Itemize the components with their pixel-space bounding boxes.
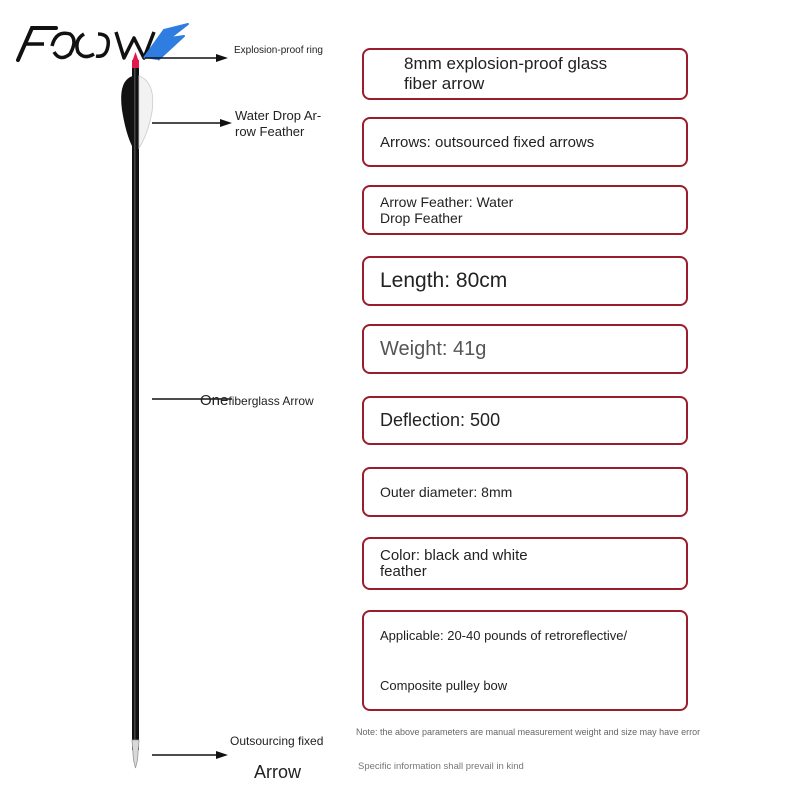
spec-applicable-box: Applicable: 20-40 pounds of retroreflect… [362, 610, 688, 711]
brand-logo [16, 23, 189, 62]
spec-applicable-line2: Composite pulley bow [380, 678, 508, 693]
feather-icon-white [138, 75, 154, 150]
spec-feather-line1: Arrow Feather: Water [380, 193, 514, 210]
note-prevail-in-kind: Specific information shall prevail in ki… [358, 761, 524, 772]
spec-outer-diameter-box: Outer diameter: 8mm [362, 467, 688, 517]
callout-feather-line1: Water Drop Ar- [235, 108, 322, 123]
spec-feather-line2: Drop Feather [380, 210, 463, 226]
callout-fiberglass-arrow: Onefiberglass Arrow [200, 392, 314, 409]
spec-outer-diameter: Outer diameter: 8mm [380, 484, 513, 500]
feather-icon [121, 76, 133, 148]
spec-arrows-box: Arrows: outsourced fixed arrows [362, 117, 688, 167]
note-manual-measurement: Note: the above parameters are manual me… [356, 727, 701, 737]
spec-weight-box: Weight: 41g [362, 324, 688, 374]
spec-feather-box: Arrow Feather: Water Drop Feather [362, 185, 688, 235]
arrow-shaft [132, 60, 139, 750]
spec-title-line1: 8mm explosion-proof glass [404, 53, 608, 73]
spec-color-line2: feather [380, 562, 427, 580]
callout-arrow: Arrow [254, 762, 302, 782]
spec-color-box: Color: black and white feather [362, 537, 688, 590]
callout-feather-line2: row Feather [235, 124, 305, 140]
spec-title-box: 8mm explosion-proof glass fiber arrow [362, 48, 688, 100]
callout-outsourcing-fixed: Outsourcing fixed [230, 734, 324, 748]
spec-applicable-line1: Applicable: 20-40 pounds of retroreflect… [380, 628, 628, 643]
callout-fiber-rest: fiberglass Arrow [228, 394, 314, 408]
spec-length: Length: 80cm [380, 269, 508, 292]
spec-deflection: Deflection: 500 [380, 410, 501, 430]
spec-arrows: Arrows: outsourced fixed arrows [380, 133, 595, 151]
spec-color-line1: Color: black and white [380, 546, 528, 564]
spec-length-box: Length: 80cm [362, 256, 688, 306]
spec-deflection-box: Deflection: 500 [362, 396, 688, 445]
spec-weight: Weight: 41g [380, 337, 487, 360]
spec-title-line2: fiber arrow [404, 74, 485, 93]
callout-fiber-prefix: One [200, 392, 229, 409]
callout-water-drop-feather: Water Drop Ar- row Feather [235, 108, 335, 141]
arrow-tip-icon [131, 739, 140, 769]
callout-explosion-proof-ring: Explosion-proof ring [234, 45, 323, 56]
